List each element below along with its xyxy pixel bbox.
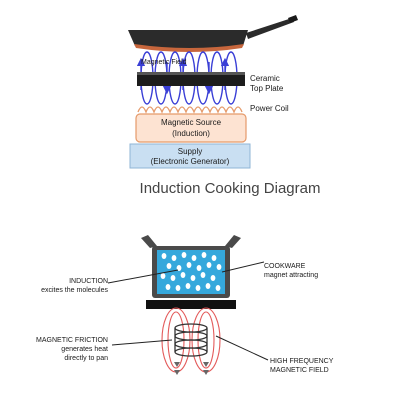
frying-pan: [128, 15, 298, 52]
power-coil-label: Power Coil: [250, 104, 289, 113]
friction-leader: [111, 339, 173, 346]
pan-body: [128, 30, 248, 50]
top-diagram: Magnetic Field Ceramic Top Plate Power C…: [128, 15, 298, 169]
induction-coil: [174, 323, 208, 357]
cookware-leader: [221, 261, 265, 273]
magnetic-source-line1: Magnetic Source: [161, 118, 222, 127]
bottom-diagram: COOKWARE magnet attracting INDUCTION exc…: [36, 235, 334, 375]
supply-line2: (Electronic Generator): [151, 157, 230, 166]
supply-box: [129, 143, 251, 169]
cooktop-plate: [146, 300, 236, 309]
magnetic-field-label: Magnetic Field: [141, 59, 187, 66]
ceramic-plate-highlight: [137, 72, 245, 75]
magnetic-source-box: [135, 113, 247, 143]
hf-line2: MAGNETIC FIELD: [270, 367, 329, 374]
water-bubbles: [160, 252, 222, 291]
induction-sub: excites the molecules: [41, 287, 108, 294]
cookware-title: COOKWARE: [264, 263, 306, 270]
cooking-pot: [141, 235, 241, 298]
friction-line3: directly to pan: [64, 355, 108, 362]
pan-base: [134, 44, 244, 52]
hf-leader: [215, 335, 269, 361]
ceramic-top-plate: [137, 72, 245, 86]
pot-left-handle: [141, 235, 157, 248]
magnetic-source-line2: (Induction): [172, 129, 210, 138]
friction-line2: generates heat: [61, 346, 108, 353]
hf-line1: HIGH FREQUENCY: [270, 358, 334, 365]
friction-line1: MAGNETIC FRICTION: [36, 337, 108, 344]
diagram-title: Induction Cooking Diagram: [140, 180, 321, 197]
cookware-sub: magnet attracting: [264, 272, 318, 279]
pot-right-handle: [225, 235, 241, 248]
ceramic-label-line1: Ceramic: [250, 74, 280, 83]
supply-line1: Supply: [178, 147, 202, 156]
ceramic-label-line2: Top Plate: [250, 84, 284, 93]
induction-leader: [107, 269, 179, 284]
pan-handle: [246, 18, 294, 39]
field-arrows: [174, 362, 209, 375]
pan-handle-end: [288, 15, 298, 23]
power-coil: [137, 106, 243, 114]
leader-lines: [107, 261, 269, 361]
induction-title: INDUCTION: [69, 278, 108, 285]
